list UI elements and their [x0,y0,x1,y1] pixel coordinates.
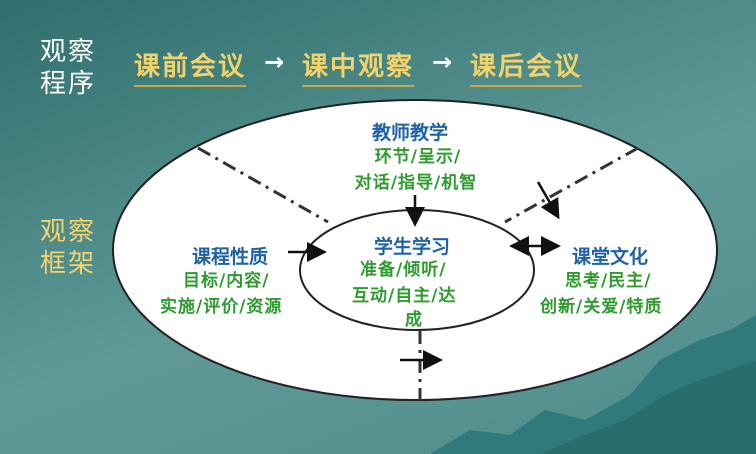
center-node-title: 学生学习 [374,236,451,258]
top-node-line-1: 环节/呈示/ [374,147,462,167]
procedure-label: 观察 程序 [40,36,96,100]
top-node-line-2: 对话/指导/机智 [354,173,478,193]
center-node-line-1: 准备/倾听/ [360,260,447,280]
procedure-label-line-1: 观察 [40,37,97,67]
framework-label: 观察 框架 [40,216,96,280]
left-node-title: 课程性质 [192,246,269,268]
right-node-line-2: 创新/关爱/特质 [540,297,663,317]
procedure-arrow-2: → [432,48,453,76]
center-node-line-3: 成 [405,310,423,330]
left-node-line-2: 实施/评价/资源 [160,297,283,317]
mountain-decoration-front [540,360,756,454]
arrow-diagonal-right [536,181,560,220]
right-node-title: 课堂文化 [572,246,649,268]
step-post-meeting: 课后会议 [470,46,583,87]
framework-label-line-2: 框架 [40,249,97,279]
divider-right [504,146,639,224]
divider-left [197,146,329,224]
center-node-line-2: 互动/自主/达 [352,286,457,306]
step-in-class-observation: 课中观察 [302,46,415,87]
procedure-label-line-2: 程序 [40,69,97,99]
procedure-arrow-1: → [264,48,285,76]
left-node-line-1: 目标/内容/ [183,271,270,291]
top-node-title: 教师教学 [372,122,449,144]
framework-label-line-1: 观察 [40,217,97,247]
right-node-line-1: 思考/民主/ [565,271,652,291]
step-pre-meeting: 课前会议 [134,46,247,87]
